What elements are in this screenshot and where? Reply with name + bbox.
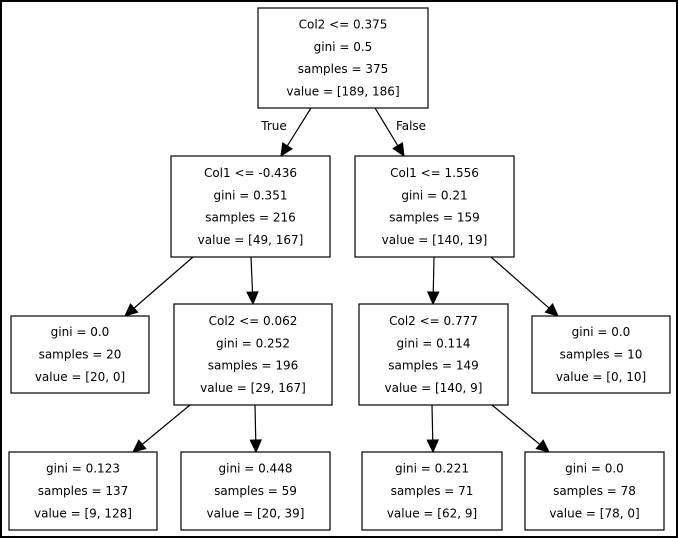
arrowhead-icon <box>124 303 139 317</box>
node-line: gini = 0.0 <box>565 462 624 476</box>
edge-n2-to-n5 <box>432 256 435 293</box>
node-line: gini = 0.0 <box>51 325 110 339</box>
false-edge-label: False <box>396 119 426 133</box>
node-line: value = [62, 9] <box>387 506 477 520</box>
edges-layer <box>124 107 559 454</box>
node-box <box>524 451 665 531</box>
node-line: value = [0, 10] <box>556 370 646 384</box>
edge-n2-to-n6 <box>490 256 550 309</box>
node-line: Col2 <= 0.777 <box>389 314 478 328</box>
tree-node-n9: gini = 0.221 samples = 71 value = [62, 9] <box>361 451 503 531</box>
node-line: gini = 0.114 <box>397 336 471 350</box>
node-line: gini = 0.448 <box>219 462 293 476</box>
node-box <box>354 155 515 258</box>
tree-node-n8: gini = 0.448 samples = 59 value = [20, 39] <box>180 451 331 531</box>
tree-node-n4: Col2 <= 0.062 gini = 0.252 samples = 196 va… <box>173 303 333 406</box>
tree-node-n10: gini = 0.0 samples = 78 value = [78, 0] <box>524 451 665 531</box>
node-line: Col2 <= 0.062 <box>209 314 298 328</box>
edge-n1-to-n4 <box>250 256 254 293</box>
node-line: value = [29, 167] <box>200 381 306 395</box>
edge-n1-to-n3 <box>133 256 194 309</box>
arrowhead-icon <box>246 291 259 306</box>
node-line: gini = 0.252 <box>216 336 290 350</box>
arrowhead-icon <box>280 142 293 158</box>
node-box <box>180 451 331 531</box>
tree-node-n0: Col2 <= 0.375 gini = 0.5 samples = 375 valu… <box>257 7 429 109</box>
node-line: value = [9, 128] <box>34 506 132 520</box>
node-box <box>531 315 671 394</box>
node-line: value = [20, 0] <box>35 370 125 384</box>
node-box <box>173 303 333 406</box>
node-line: gini = 0.21 <box>401 188 467 202</box>
edge-n4-to-n7 <box>141 404 191 445</box>
node-line: gini = 0.5 <box>314 40 373 54</box>
edge-n5-to-n9 <box>431 404 434 441</box>
node-line: gini = 0.351 <box>214 188 288 202</box>
node-line: Col1 <= -0.436 <box>204 166 297 180</box>
node-line: value = [78, 0] <box>549 506 639 520</box>
node-line: gini = 0.221 <box>395 462 469 476</box>
tree-node-n6: gini = 0.0 samples = 10 value = [0, 10] <box>531 315 671 394</box>
node-box <box>358 303 509 406</box>
node-line: samples = 375 <box>298 62 388 76</box>
node-box <box>8 451 158 531</box>
arrowhead-icon <box>535 439 550 453</box>
nodes-layer: Col2 <= 0.375 gini = 0.5 samples = 375 valu… <box>8 7 671 531</box>
tree-node-n1: Col1 <= -0.436 gini = 0.351 samples = 216 v… <box>170 155 331 258</box>
node-line: value = [189, 186] <box>286 84 399 98</box>
node-line: value = [49, 167] <box>198 233 304 247</box>
tree-node-n5: Col2 <= 0.777 gini = 0.114 samples = 149 va… <box>358 303 509 406</box>
node-line: samples = 59 <box>214 484 297 498</box>
arrowhead-icon <box>392 142 405 158</box>
arrowhead-icon <box>544 303 559 317</box>
tree-node-n2: Col1 <= 1.556 gini = 0.21 samples = 159 val… <box>354 155 515 258</box>
node-box <box>170 155 331 258</box>
node-line: gini = 0.0 <box>572 325 631 339</box>
node-line: samples = 159 <box>389 211 479 225</box>
node-box <box>361 451 503 531</box>
arrowhead-icon <box>249 439 263 454</box>
edge-n0-to-n1 <box>286 107 312 147</box>
node-line: samples = 149 <box>388 359 478 373</box>
tree-node-n3: gini = 0.0 samples = 20 value = [20, 0] <box>10 315 150 394</box>
node-box <box>257 7 429 109</box>
edge-n4-to-n8 <box>254 404 257 441</box>
node-line: samples = 78 <box>553 484 636 498</box>
node-line: value = [20, 39] <box>207 506 305 520</box>
tree-node-n7: gini = 0.123 samples = 137 value = [9, 128… <box>8 451 158 531</box>
node-line: Col2 <= 0.375 <box>299 18 388 32</box>
true-edge-label: True <box>260 119 287 133</box>
node-line: samples = 196 <box>208 359 298 373</box>
arrowhead-icon <box>426 439 440 454</box>
node-line: value = [140, 9] <box>385 381 483 395</box>
arrowhead-icon <box>132 439 147 453</box>
node-line: samples = 10 <box>560 348 643 362</box>
node-line: samples = 216 <box>205 211 295 225</box>
node-box <box>10 315 150 394</box>
node-line: value = [140, 19] <box>382 233 488 247</box>
edge-n5-to-n10 <box>491 404 541 445</box>
node-line: Col1 <= 1.556 <box>390 166 479 180</box>
node-line: samples = 137 <box>38 484 128 498</box>
edge-n0-to-n2 <box>374 107 399 147</box>
node-line: samples = 20 <box>39 348 122 362</box>
arrowhead-icon <box>426 291 440 306</box>
node-line: gini = 0.123 <box>46 462 120 476</box>
node-line: samples = 71 <box>391 484 474 498</box>
